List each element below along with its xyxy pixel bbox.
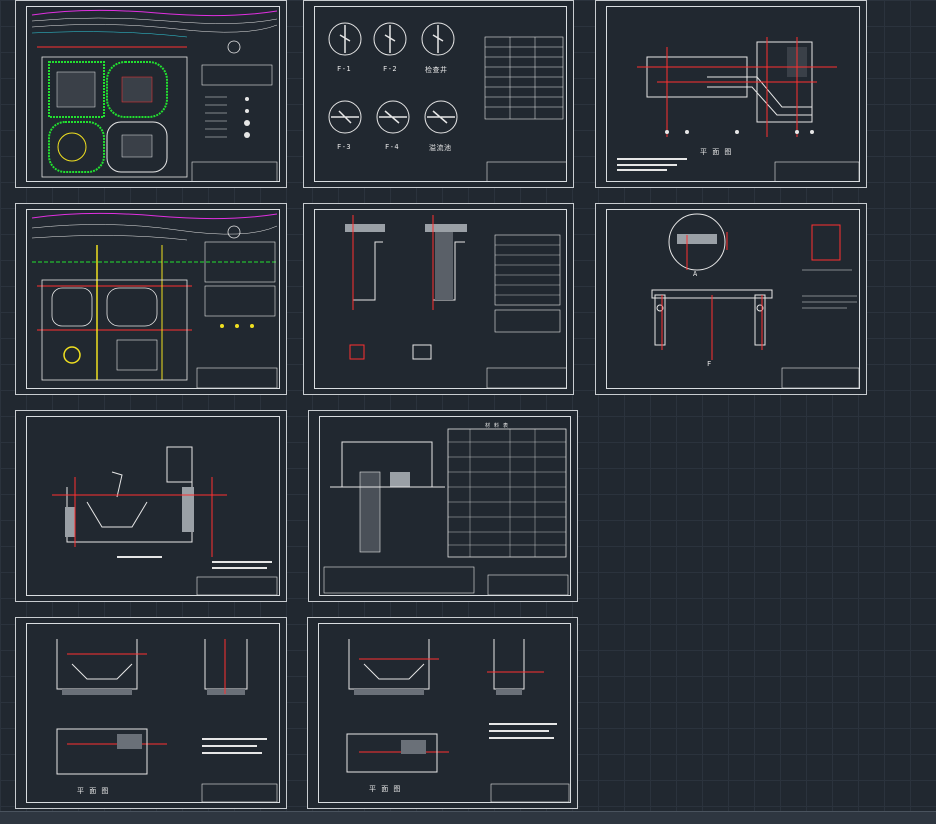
drawing-sheet-details-2[interactable]: F-1 F-2 检查井 F-3 F-4 溢流池 bbox=[303, 0, 574, 188]
drawing-sheet-sections-5[interactable] bbox=[303, 203, 574, 395]
detail-label-f2: F-2 bbox=[383, 65, 398, 73]
chamber-plan-title-right: 平 面 图 bbox=[369, 785, 401, 793]
sheet-border bbox=[26, 416, 280, 596]
sheet-border bbox=[26, 209, 280, 389]
sheet-border bbox=[26, 6, 280, 182]
detail-label-overflow-pool: 溢流池 bbox=[429, 144, 452, 152]
status-bar bbox=[0, 811, 936, 824]
drawing-sheet-detail-6[interactable]: A F bbox=[595, 203, 867, 395]
sheet-border: 平 面 图 bbox=[26, 623, 280, 803]
drawing-sheet-chamber-9[interactable]: 平 面 图 bbox=[15, 617, 287, 809]
plan-view-drawing bbox=[617, 37, 859, 181]
detail-label-inspection-well: 检查井 bbox=[425, 66, 448, 74]
section-details-drawing bbox=[345, 215, 566, 388]
chamber-drawing-right bbox=[346, 639, 570, 802]
drawing-sheet-plan-3[interactable]: 平 面 图 bbox=[595, 0, 867, 188]
sheet-border: A F bbox=[606, 209, 860, 389]
sheet-border: 材 料 表 bbox=[319, 416, 571, 596]
piping-site-plan-drawing bbox=[31, 212, 278, 388]
detail-label-f: F bbox=[707, 360, 712, 368]
drawing-sheet-section-7[interactable] bbox=[15, 410, 287, 602]
materials-table-title: 材 料 表 bbox=[485, 423, 509, 429]
plan-view-title: 平 面 图 bbox=[700, 148, 732, 156]
chamber-plan-title-left: 平 面 图 bbox=[77, 787, 109, 795]
drawing-sheet-site-plan-1[interactable] bbox=[15, 0, 287, 188]
detail-label-f3: F-3 bbox=[337, 143, 352, 151]
detail-circles-drawing bbox=[328, 22, 566, 181]
site-plan-drawing bbox=[31, 9, 278, 181]
sheet-border bbox=[314, 209, 567, 389]
materials-drawing bbox=[323, 428, 569, 595]
detail-label-f1: F-1 bbox=[337, 65, 352, 73]
long-section-drawing bbox=[52, 446, 278, 595]
drawing-sheet-chamber-10[interactable]: 平 面 图 bbox=[307, 617, 578, 809]
detail-label-a: A bbox=[693, 270, 698, 278]
detail-label-f4: F-4 bbox=[385, 143, 400, 151]
sheet-border: 平 面 图 bbox=[318, 623, 571, 803]
chamber-drawing-left bbox=[56, 639, 278, 802]
drawing-sheet-materials-8[interactable]: 材 料 表 bbox=[308, 410, 578, 602]
sheet-border: 平 面 图 bbox=[606, 6, 860, 182]
beam-detail-drawing bbox=[651, 213, 859, 388]
drawing-sheet-site-plan-4[interactable] bbox=[15, 203, 287, 395]
sheet-border: F-1 F-2 检查井 F-3 F-4 溢流池 bbox=[314, 6, 567, 182]
